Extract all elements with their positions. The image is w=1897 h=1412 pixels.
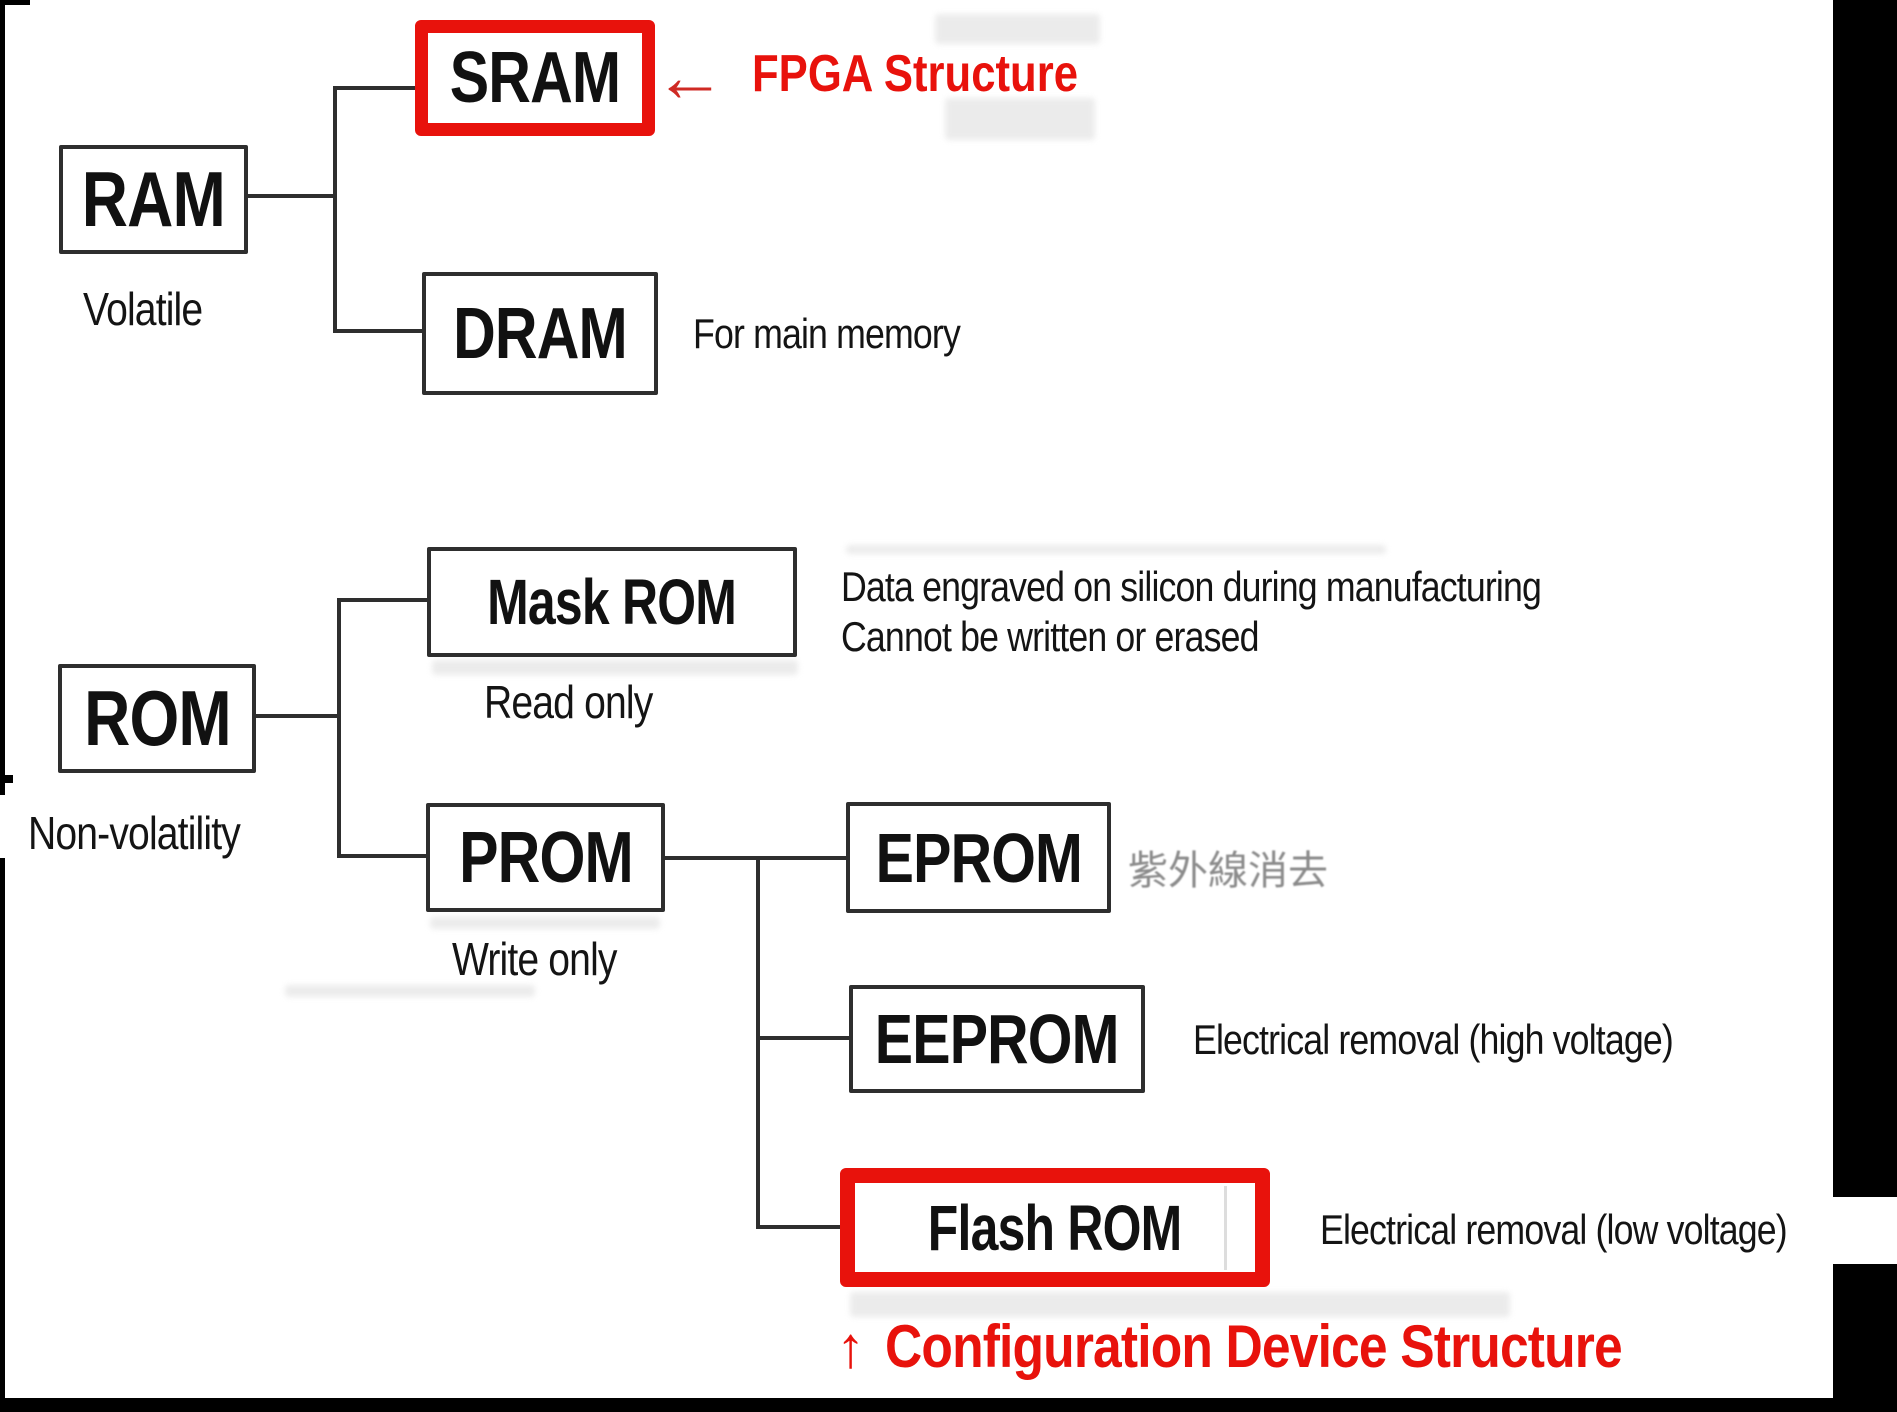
configuration-device-label: Configuration Device Structure	[885, 1313, 1623, 1380]
fpga-structure-callout: FPGA Structure	[752, 45, 1079, 103]
maskrom-note-line2: Cannot be written or erased	[841, 613, 1259, 660]
frame-left-edge-lower	[0, 858, 5, 1412]
maskrom-label: Mask ROM	[487, 566, 738, 638]
artifact-smudge	[432, 660, 798, 675]
eeprom-label: EEPROM	[875, 1000, 1120, 1078]
flashrom-label: Flash ROM	[928, 1191, 1182, 1264]
maskrom-node: Mask ROM	[427, 547, 797, 657]
connector-rom-trunk	[256, 714, 341, 718]
dram-node: DRAM	[422, 272, 658, 395]
prom-caption: Write only	[452, 933, 617, 985]
maskrom-caption: Read only	[484, 676, 653, 728]
frame-left-edge-tick	[0, 775, 13, 783]
dram-note: For main memory	[693, 310, 961, 357]
connector-prom-children-vertical	[756, 856, 760, 1229]
ram-caption: Volatile	[83, 283, 203, 335]
frame-right-edge-upper	[1833, 0, 1897, 1197]
prom-node: PROM	[426, 803, 665, 912]
connector-ram-trunk	[248, 194, 337, 198]
artifact-smudge	[850, 1292, 1510, 1317]
ram-node: RAM	[59, 145, 248, 254]
artifact-smudge	[285, 985, 535, 997]
rom-caption: Non-volatility	[28, 807, 241, 859]
eeprom-node: EEPROM	[849, 985, 1145, 1093]
prom-label: PROM	[458, 817, 634, 898]
ram-label: RAM	[81, 155, 226, 243]
artifact-smudge	[846, 545, 1386, 554]
dram-label: DRAM	[453, 293, 628, 374]
sram-node-highlighted: SRAM	[415, 20, 655, 136]
artifact-smudge	[935, 14, 1100, 44]
connector-prom-branch	[337, 854, 426, 858]
connector-dram-branch	[333, 329, 426, 333]
frame-bottom-edge	[0, 1398, 1897, 1412]
up-arrow-icon: ↑	[836, 1315, 865, 1380]
artifact-line	[1224, 1186, 1227, 1270]
eprom-note-japanese: 紫外線消去	[1128, 848, 1328, 894]
connector-rom-vertical	[337, 598, 341, 858]
frame-left-edge-upper	[0, 0, 5, 795]
eeprom-note: Electrical removal (high voltage)	[1193, 1016, 1674, 1063]
artifact-smudge	[945, 98, 1095, 140]
maskrom-note-line1: Data engraved on silicon during manufact…	[841, 563, 1542, 610]
connector-eeprom-branch	[756, 1036, 849, 1040]
flashrom-node-highlighted: Flash ROM	[840, 1168, 1270, 1287]
rom-label: ROM	[83, 674, 232, 762]
left-arrow-icon: ←	[654, 37, 726, 117]
connector-flashrom-branch	[756, 1225, 840, 1229]
connector-maskrom-branch	[337, 598, 427, 602]
rom-node: ROM	[58, 664, 256, 773]
configuration-device-caption: ↑ Configuration Device Structure	[836, 1312, 1742, 1381]
sram-label: SRAM	[449, 38, 621, 118]
frame-top-left-tick	[0, 0, 30, 5]
connector-ram-vertical	[333, 86, 337, 333]
frame-right-edge-lower	[1833, 1264, 1897, 1412]
connector-sram-branch	[333, 86, 421, 90]
flashrom-note: Electrical removal (low voltage)	[1320, 1206, 1788, 1253]
artifact-smudge	[430, 917, 660, 929]
connector-prom-eprom	[665, 856, 846, 860]
eprom-node: EPROM	[846, 802, 1111, 913]
eprom-label: EPROM	[875, 818, 1082, 897]
